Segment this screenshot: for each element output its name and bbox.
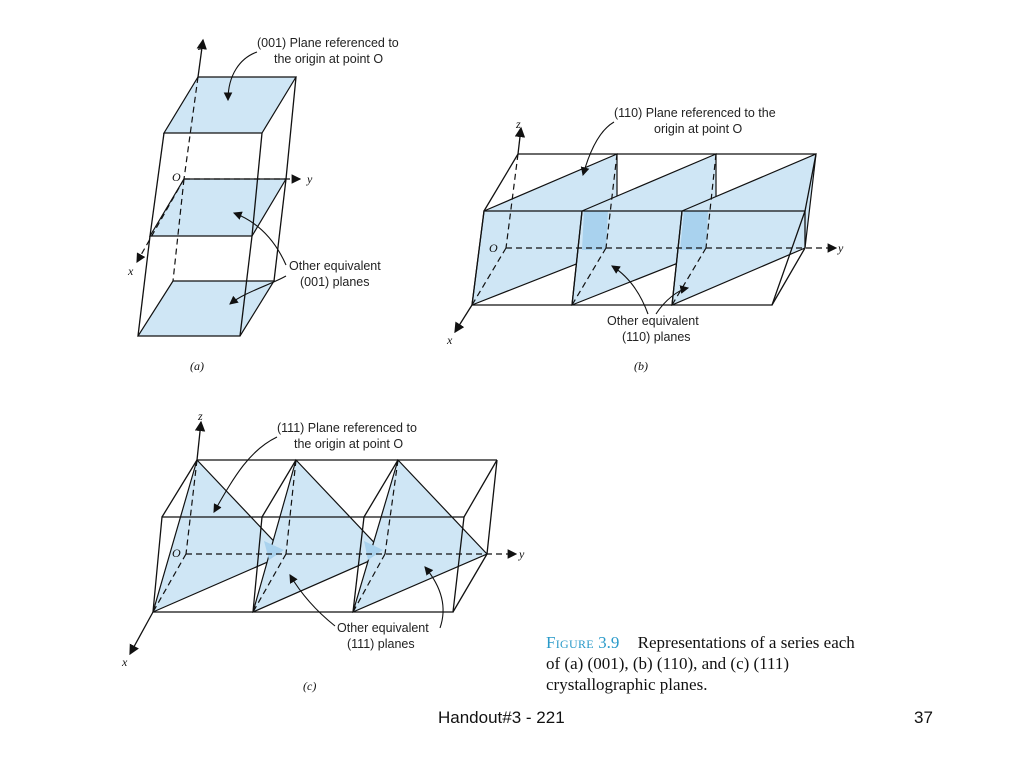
x-axis (136, 178, 185, 264)
plane-111-right (352, 458, 489, 614)
panel-b-sublabel: (b) (634, 359, 648, 373)
z-axis (196, 38, 207, 78)
plane-overlap-2 (680, 211, 708, 250)
plane-overlap-2 (364, 541, 383, 560)
z-axis (194, 420, 206, 461)
annotation-bottom-arrow1 (289, 574, 336, 627)
annotation-top-line2: the origin at point O (274, 52, 383, 66)
cell-edges-b (471, 153, 817, 306)
x-axis-label: x (127, 264, 134, 278)
annotation-bottom-arrow2 (424, 566, 444, 629)
footer-handout: Handout#3 - 221 (438, 708, 565, 727)
z-axis-label: z (515, 117, 521, 131)
origin-label: O (489, 241, 498, 255)
figure-label: Figure (546, 633, 594, 652)
annotation-bottom-line2: (110) planes (622, 330, 691, 344)
plane-111-middle (252, 458, 387, 614)
annotation-bottom-line2: (001) planes (300, 275, 370, 289)
panel-b: z y x O (110) Plane referenced to the or… (446, 106, 844, 373)
annotation-top: (111) Plane referenced to (277, 421, 417, 435)
annotation-top-line2: the origin at point O (294, 437, 403, 451)
cell-edges-c (152, 459, 498, 613)
x-axis (129, 611, 154, 656)
annotation-bottom-arrow1 (232, 211, 287, 266)
x-axis-label: x (446, 333, 453, 347)
origin-label: O (172, 170, 181, 184)
z-axis-label: z (197, 409, 203, 423)
annotation-bottom-arrow2 (229, 275, 287, 305)
annotation-bottom: Other equivalent (289, 259, 381, 273)
annotation-top-arrow (213, 436, 278, 513)
annotation-top: (001) Plane referenced to (257, 36, 399, 50)
panel-a-sublabel: (a) (190, 359, 204, 373)
annotation-top: (110) Plane referenced to the (614, 106, 776, 120)
annotation-top-arrow (223, 51, 258, 102)
y-axis-label: y (518, 547, 525, 561)
panel-a: z y x O (001) Plane referenced to the or… (127, 36, 399, 373)
y-axis-label: y (306, 172, 313, 186)
plane-overlap-1 (582, 211, 608, 250)
y-axis-label: y (837, 241, 844, 255)
plane-overlap-1 (264, 541, 284, 560)
origin-label: O (172, 546, 181, 560)
plane-111-origin (152, 458, 288, 614)
annotation-top-arrow (580, 121, 615, 177)
figure-caption: Figure 3.9 Representations of a series e… (546, 632, 866, 695)
z-axis (514, 126, 526, 155)
annotation-bottom-arrow1 (611, 265, 649, 315)
annotation-bottom: Other equivalent (337, 621, 429, 635)
annotation-top-line2: origin at point O (654, 122, 743, 136)
page-number: 37 (914, 708, 933, 727)
annotation-bottom-line2: (111) planes (347, 637, 415, 651)
plane-001-bottom (136, 280, 276, 337)
panel-c: z y x O (111) Plane referenced to the or… (121, 409, 525, 693)
x-axis-label: x (121, 655, 128, 669)
x-axis (454, 304, 473, 334)
figure-number: 3.9 (598, 633, 620, 652)
cell-edges-a (137, 76, 297, 337)
caption-text: Representations of a series each of (a) … (546, 633, 855, 694)
z-axis-label: z (197, 39, 203, 53)
plane-001-middle (148, 178, 288, 237)
annotation-bottom: Other equivalent (607, 314, 699, 328)
annotation-bottom-arrow2 (655, 285, 690, 315)
panel-c-sublabel: (c) (303, 679, 316, 693)
